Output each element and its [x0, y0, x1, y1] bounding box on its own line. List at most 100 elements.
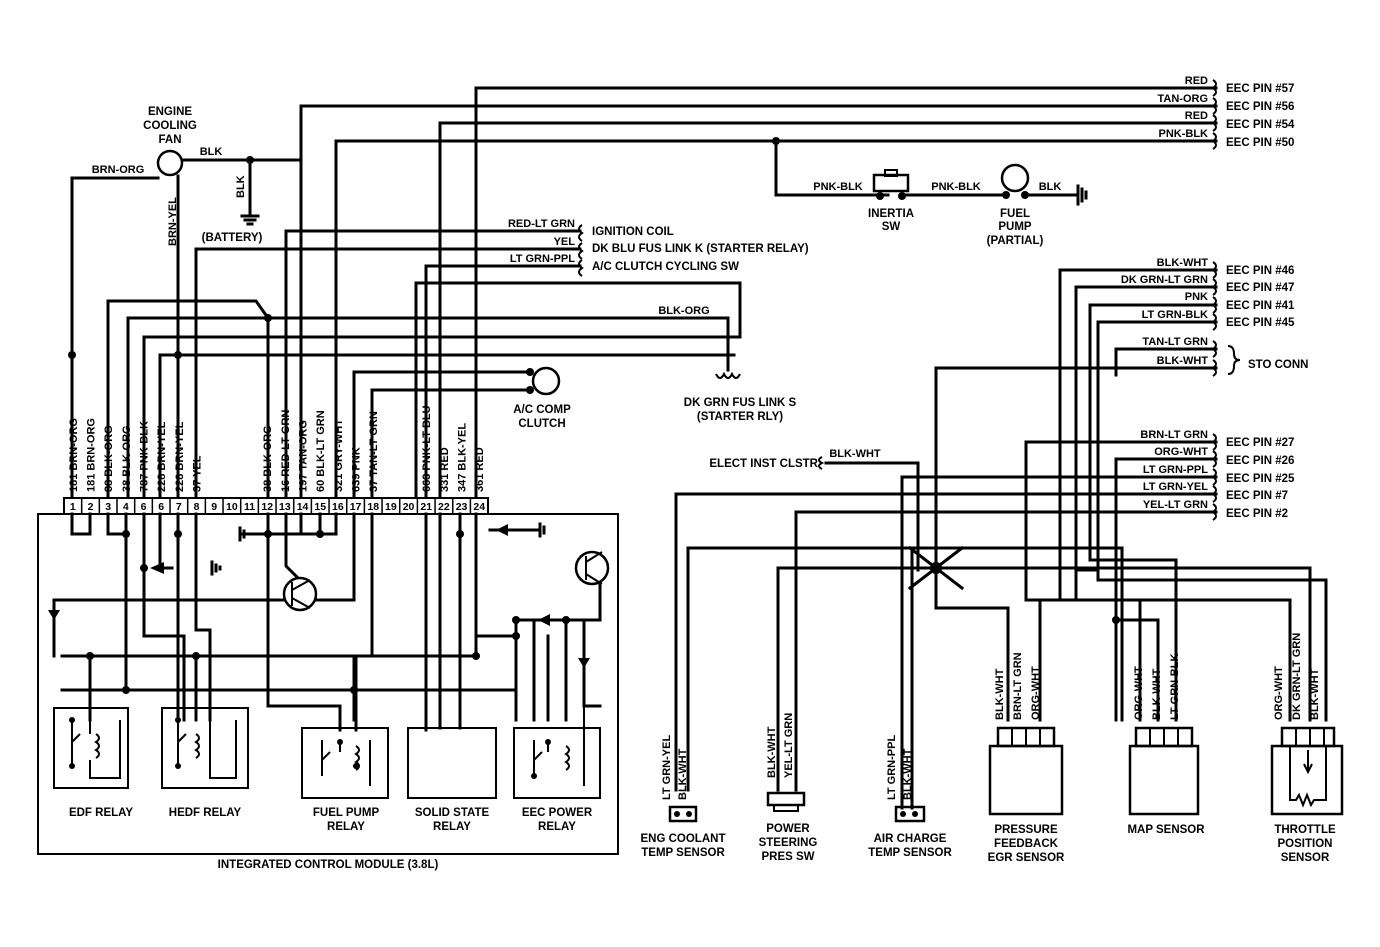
- cooling-fan: ENGINE COOLING FAN BRN-ORG BLK BRN-YEL B…: [70, 106, 303, 502]
- ac-cycle-wire-label: LT GRN-PPL: [510, 253, 575, 265]
- tps-wire-3: BLK-WHT: [1309, 668, 1321, 720]
- map-label: MAP SENSOR: [1127, 824, 1205, 836]
- eec-pin-54: EEC PIN #54: [1226, 119, 1295, 131]
- pin-number: 22: [438, 501, 450, 513]
- aircharge-label-1: AIR CHARGE: [874, 833, 947, 845]
- tps-label-3: SENSOR: [1281, 852, 1330, 864]
- pin-number: 7: [176, 501, 182, 513]
- fuel-pump-relay: FUEL PUMP RELAY: [301, 727, 389, 833]
- map-wire-1: ORG-WHT: [1133, 666, 1145, 720]
- pin-wire-label: 787 PNK-BLK: [139, 421, 151, 492]
- pin-number: 13: [279, 501, 291, 513]
- fan-down-wire-label: BRN-YEL: [167, 197, 179, 246]
- steer-label-3: PRES SW: [761, 851, 814, 863]
- inertia-sw-label: SW: [882, 221, 901, 233]
- wire-label-eec41: PNK: [1185, 291, 1208, 303]
- coolant-label-1: ENG COOLANT: [641, 833, 726, 845]
- pin-wire-label: 38 BLK-ORG: [262, 425, 274, 492]
- diode-icon: [496, 524, 508, 536]
- steer-label-1: POWER: [766, 823, 810, 835]
- pin-number: 6: [141, 501, 147, 513]
- eec-pin-2: EEC PIN #2: [1226, 508, 1288, 520]
- steer-label-2: STEERING: [759, 837, 818, 849]
- wire-label-eec46: BLK-WHT: [1157, 257, 1209, 269]
- pin-wire-label: 228 BRN-YEL: [174, 421, 186, 492]
- eec-power-relay-label-1: EEC POWER: [522, 807, 593, 819]
- egr-sensor: BLK-WHT BRN-LT GRN ORG-WHT PRESSURE FEED…: [988, 652, 1065, 864]
- diode-icon: [538, 614, 550, 626]
- eec-pin-56: EEC PIN #56: [1226, 101, 1294, 113]
- wire-label-eec27: BRN-LT GRN: [1140, 429, 1208, 441]
- aircharge-wire-1: LT GRN-PPL: [886, 735, 898, 800]
- fan-motor-icon: [156, 149, 184, 177]
- pin-number: 16: [332, 501, 344, 513]
- ac-cycling-sw-label: A/C CLUTCH CYCLING SW: [592, 261, 739, 273]
- pin-wire-label: 197 TAN-ORG: [298, 420, 310, 492]
- pin-wire-label: 60 BLK-LT GRN: [315, 410, 327, 492]
- eec-power-relay: EEC POWER RELAY: [513, 706, 601, 833]
- eec-pin-50: EEC PIN #50: [1226, 137, 1294, 149]
- pin-number: 2: [88, 501, 94, 513]
- battery-ground-icon: [240, 214, 260, 226]
- transistor-icon: [574, 550, 610, 586]
- pin-wire-label: 16 RED-LT GRN: [280, 410, 292, 492]
- tps-wire-2: DK GRN-LT GRN: [1291, 633, 1303, 720]
- ac-clutch: A/C COMP CLUTCH: [352, 366, 571, 502]
- egr-label-2: FEEDBACK: [994, 838, 1059, 850]
- wire-label-eec2: YEL-LT GRN: [1143, 499, 1208, 511]
- fuel-pump-relay-label-1: FUEL PUMP: [313, 807, 380, 819]
- wire-label-eec50: PNK-BLK: [1159, 128, 1209, 140]
- blk-org-bus: BLK-ORG DK GRN FUS LINK S (STARTER RLY): [106, 281, 797, 502]
- tps-wire-1: ORG-WHT: [1273, 666, 1285, 720]
- pin-wire-label: 361 RED: [474, 447, 486, 492]
- pin-wire-label: 38 BLK-ORG: [121, 425, 133, 492]
- ac-clutch-icon: [531, 366, 561, 396]
- map-wire-3: LT GRN-BLK: [1169, 654, 1181, 720]
- sto-wire-label-2: BLK-WHT: [1157, 355, 1209, 367]
- fuse-link-icon: [715, 371, 741, 379]
- pin-wire-label: 38 BLK-ORG: [103, 425, 115, 492]
- pin-number: 19: [385, 501, 397, 513]
- pin-number: 3: [105, 501, 111, 513]
- coolant-wire-1: LT GRN-YEL: [661, 735, 673, 800]
- transistor-icon: [282, 576, 318, 612]
- pin-number: 4: [123, 501, 129, 513]
- ground-icon: [238, 526, 246, 542]
- fuel-pump-relay-label-2: RELAY: [327, 821, 365, 833]
- sto-brace-icon: [1227, 345, 1241, 375]
- egr-wire-1: BLK-WHT: [994, 668, 1006, 720]
- pump-label-3: (PARTIAL): [987, 235, 1044, 247]
- elect-inst-wire-label: BLK-WHT: [829, 448, 881, 460]
- edf-relay-label: EDF RELAY: [69, 807, 133, 819]
- sto-conn-label: STO CONN: [1248, 359, 1309, 371]
- edf-relay: EDF RELAY: [53, 707, 133, 819]
- coolant-label-2: TEMP SENSOR: [641, 847, 725, 859]
- mid-eec-wires: BLK-WHT DK GRN-LT GRN PNK LT GRN-BLK TAN…: [934, 257, 1309, 572]
- ignition-coil-label: IGNITION COIL: [592, 226, 674, 238]
- pin-number: 10: [226, 501, 238, 513]
- eec-power-relay-label-2: RELAY: [538, 821, 576, 833]
- sto-wire-label-1: TAN-LT GRN: [1142, 336, 1208, 348]
- pin-number: 21: [420, 501, 432, 513]
- coolant-wire-2: BLK-WHT: [677, 748, 689, 800]
- module-label: INTEGRATED CONTROL MODULE (3.8L): [218, 859, 439, 871]
- inertia-label: INERTIA: [868, 208, 914, 220]
- pin-number: 15: [314, 501, 326, 513]
- pin-wire-label: 181 BRN-ORG: [68, 418, 80, 492]
- ignition-lines: RED-LT GRN YEL LT GRN-PPL IGNITION COIL …: [194, 218, 809, 502]
- tps-label-2: POSITION: [1278, 838, 1333, 850]
- egr-wire-3: ORG-WHT: [1030, 666, 1042, 720]
- eec-pin-27: EEC PIN #27: [1226, 437, 1294, 449]
- fan-left-wire-label: BRN-ORG: [92, 164, 145, 176]
- elect-inst-clstr-label: ELECT INST CLSTR: [709, 458, 818, 470]
- inertia-wire-label: PNK-BLK: [813, 181, 863, 193]
- pin-number: 11: [244, 501, 255, 513]
- wire-label-eec57: RED: [1185, 75, 1208, 87]
- eec-pin-7: EEC PIN #7: [1226, 490, 1288, 502]
- eec-pin-46: EEC PIN #46: [1226, 265, 1294, 277]
- pin-wire-label: 331 RED: [439, 447, 451, 492]
- eec-pin-57: EEC PIN #57: [1226, 83, 1294, 95]
